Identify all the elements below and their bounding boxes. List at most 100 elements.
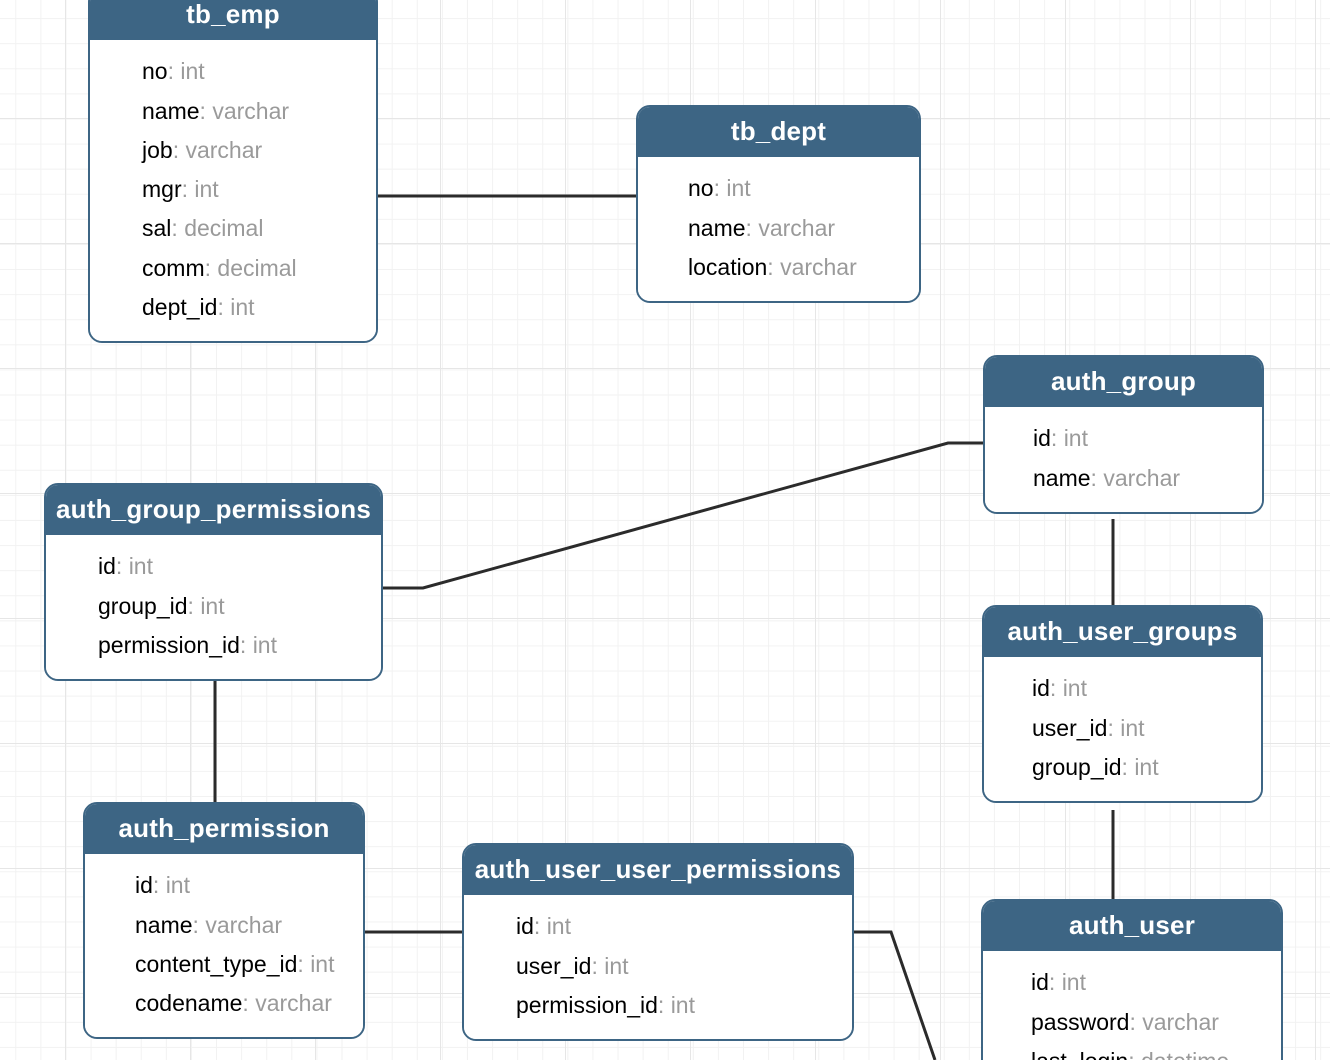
field-row: id: int (984, 669, 1261, 708)
field-type: : varchar (172, 136, 263, 163)
edge-auth_user_user_permissions-auth_user (853, 930, 937, 1060)
field-type: : decimal (204, 254, 297, 281)
field-name: name (1033, 464, 1091, 491)
field-row: job: varchar (90, 131, 376, 170)
field-row: id: int (46, 547, 381, 586)
field-type: : int (1107, 714, 1145, 741)
field-type: : int (239, 631, 277, 658)
field-row: id: int (985, 419, 1262, 458)
field-type: : int (591, 952, 629, 979)
entity-title-auth_permission: auth_permission (85, 804, 363, 855)
field-type: : int (167, 58, 205, 85)
field-row: sal: decimal (90, 209, 376, 248)
field-name: mgr (142, 176, 182, 203)
field-type: : varchar (192, 911, 283, 938)
entity-auth_group[interactable]: auth_group id: int name: varchar (983, 355, 1264, 514)
field-name: content_type_id (135, 950, 298, 977)
entity-tb_dept[interactable]: tb_dept no: int name: varchar location: … (636, 105, 921, 304)
entity-auth_group_permissions[interactable]: auth_group_permissions id: int group_id:… (44, 483, 383, 682)
field-name: user_id (1032, 714, 1108, 741)
field-type: : int (181, 176, 219, 203)
field-row: id: int (85, 866, 363, 905)
field-name: comm (142, 254, 205, 281)
field-name: last_login (1031, 1048, 1128, 1060)
field-row: no: int (90, 52, 376, 91)
field-name: id (98, 553, 116, 580)
entity-title-auth_user_user_permissions: auth_user_user_permissions (464, 845, 852, 896)
field-type: : int (217, 294, 255, 321)
field-row: last_login: datetime (983, 1042, 1281, 1060)
entity-fields-auth_user_user_permissions: id: int user_id: int permission_id: int (464, 895, 852, 1040)
field-name: name (142, 97, 200, 124)
field-type: : int (115, 553, 153, 580)
entity-title-auth_group_permissions: auth_group_permissions (46, 485, 381, 536)
field-name: password (1031, 1008, 1130, 1035)
field-name: id (516, 913, 534, 940)
field-type: : varchar (745, 214, 836, 241)
field-type: : int (297, 950, 335, 977)
field-row: no: int (638, 169, 919, 208)
field-type: : varchar (1129, 1008, 1219, 1035)
field-name: sal (142, 215, 172, 242)
field-row: id: int (983, 963, 1281, 1002)
field-name: id (1033, 425, 1051, 452)
field-row: password: varchar (983, 1003, 1281, 1042)
entity-fields-auth_group_permissions: id: int group_id: int permission_id: int (46, 535, 381, 680)
entity-auth_user[interactable]: auth_user id: int password: varchar last… (981, 899, 1283, 1060)
field-name: permission_id (98, 631, 240, 658)
field-name: permission_id (516, 991, 658, 1018)
field-name: job (142, 136, 173, 163)
field-type: : varchar (1090, 464, 1181, 491)
field-row: user_id: int (464, 947, 852, 986)
field-row: name: varchar (90, 92, 376, 131)
field-type: : varchar (767, 253, 857, 280)
field-row: name: varchar (638, 209, 919, 248)
entity-fields-tb_emp: no: int name: varchar job: varchar mgr: … (90, 40, 376, 342)
field-type: : varchar (199, 97, 290, 124)
field-name: no (142, 58, 168, 85)
edge-auth_group_permissions-auth_group (383, 441, 985, 590)
entity-fields-auth_group: id: int name: varchar (985, 407, 1262, 512)
field-name: id (1031, 969, 1049, 996)
field-type: : int (713, 175, 751, 202)
field-name: dept_id (142, 294, 218, 321)
field-type: : int (1049, 675, 1087, 702)
field-type: : int (533, 913, 571, 940)
field-type: : int (1050, 425, 1088, 452)
field-type: : int (187, 592, 225, 619)
field-row: id: int (464, 907, 852, 946)
field-type: : decimal (171, 215, 264, 242)
entity-auth_user_user_permissions[interactable]: auth_user_user_permissions id: int user_… (462, 843, 854, 1042)
entity-fields-auth_user_groups: id: int user_id: int group_id: int (984, 657, 1261, 802)
field-name: location (688, 253, 768, 280)
entity-auth_user_groups[interactable]: auth_user_groups id: int user_id: int gr… (982, 605, 1263, 804)
field-row: comm: decimal (90, 249, 376, 288)
entity-tb_emp[interactable]: tb_emp no: int name: varchar job: varcha… (88, 0, 378, 344)
field-name: group_id (98, 592, 188, 619)
field-row: location: varchar (638, 248, 919, 287)
entity-title-auth_user_groups: auth_user_groups (984, 607, 1261, 658)
entity-title-auth_group: auth_group (985, 357, 1262, 408)
field-row: permission_id: int (464, 986, 852, 1025)
field-name: no (688, 175, 714, 202)
field-type: : int (657, 991, 695, 1018)
field-name: name (688, 214, 746, 241)
field-type: : int (1121, 753, 1159, 780)
field-row: dept_id: int (90, 288, 376, 327)
entity-fields-tb_dept: no: int name: varchar location: varchar (638, 157, 919, 302)
entity-title-auth_user: auth_user (983, 901, 1281, 952)
field-type: : varchar (242, 990, 332, 1017)
entity-fields-auth_permission: id: int name: varchar content_type_id: i… (85, 854, 363, 1038)
entity-auth_permission[interactable]: auth_permission id: int name: varchar co… (83, 802, 365, 1040)
field-row: codename: varchar (85, 984, 363, 1023)
field-type: : int (152, 872, 190, 899)
field-name: user_id (516, 952, 592, 979)
entity-title-tb_dept: tb_dept (638, 107, 919, 158)
field-type: : int (1048, 969, 1086, 996)
field-row: permission_id: int (46, 626, 381, 665)
field-row: user_id: int (984, 709, 1261, 748)
field-name: id (1032, 675, 1050, 702)
field-row: mgr: int (90, 170, 376, 209)
field-row: content_type_id: int (85, 945, 363, 984)
